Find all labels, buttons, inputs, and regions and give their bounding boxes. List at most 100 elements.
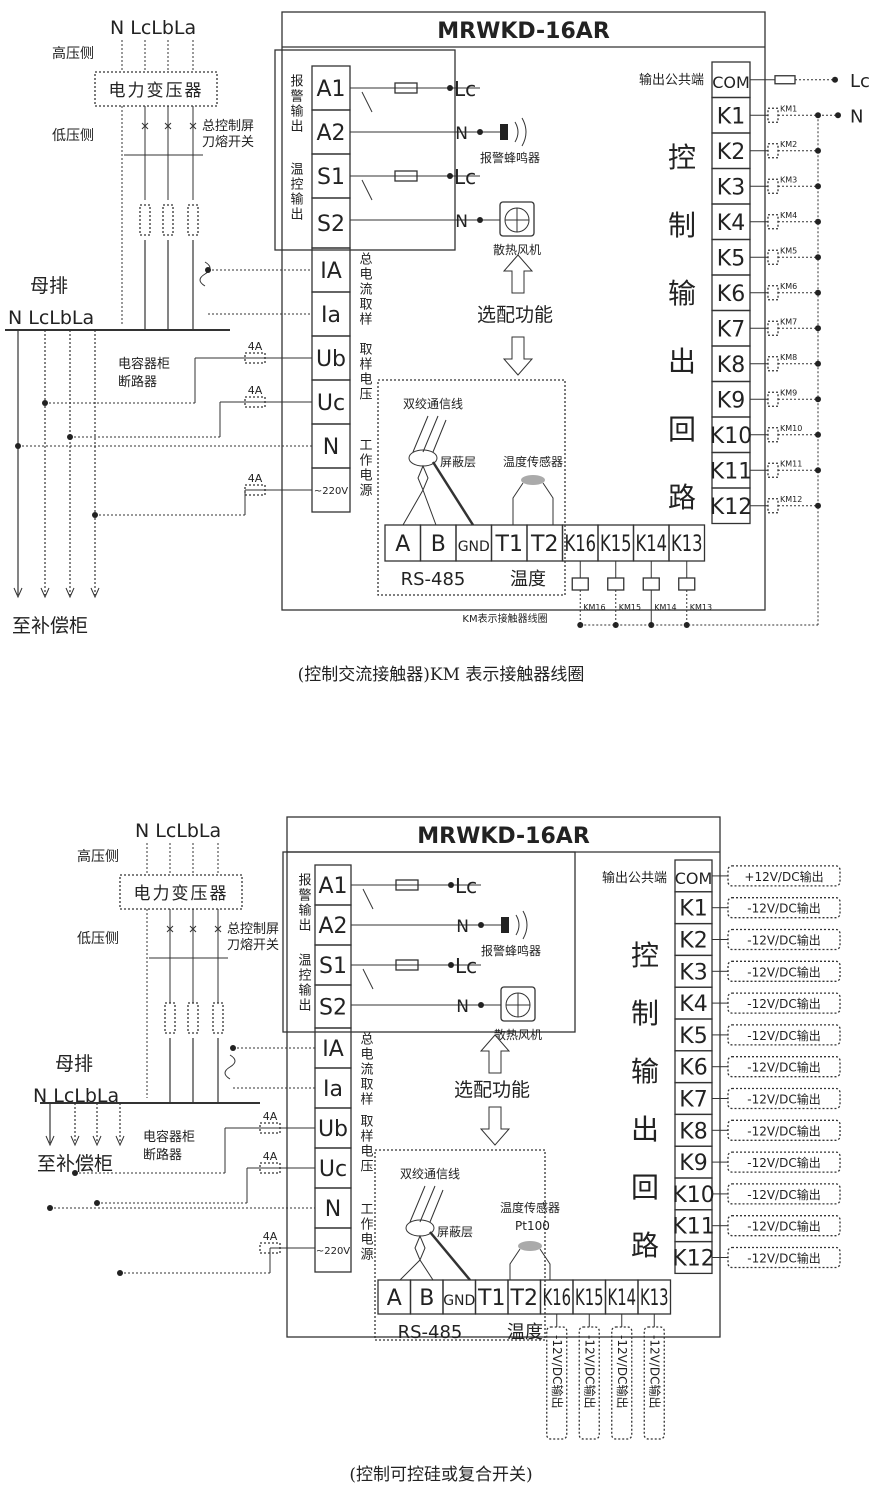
terminal-label: K1: [717, 104, 745, 129]
terminal-label: K5: [717, 246, 745, 271]
shield-ground-wire: [429, 1231, 471, 1281]
contactor-coil-label: KM7: [780, 317, 797, 326]
temperature-control-label: 温控输出: [288, 162, 304, 222]
main-switch-label: 总控制屏: [227, 922, 279, 937]
junction-dot: [815, 147, 821, 154]
relay-contact-icon: [362, 888, 374, 910]
fan-icon: [499, 201, 535, 237]
dc-output-label: -12V/DC输出: [747, 1251, 820, 1266]
terminal-label: K13: [640, 1286, 669, 1311]
shield-label: 屏蔽层: [437, 1225, 473, 1239]
terminal-label: K16: [543, 1286, 572, 1311]
control-output-loop-label: 回: [668, 413, 696, 446]
terminal-label: K12: [672, 1247, 714, 1272]
fuse-4a-icon: [259, 1122, 281, 1134]
terminal-label: Ub: [316, 347, 346, 372]
terminal-label: K8: [717, 353, 745, 378]
junction-dot: [447, 173, 453, 179]
terminal-label: A: [395, 532, 410, 557]
buzzer-label: 报警蜂鸣器: [480, 150, 540, 165]
fan-blade-icon: [506, 993, 530, 1017]
switch-contact-icon: [164, 122, 172, 130]
terminal-label: N: [325, 1197, 341, 1222]
diagram-caption: (控制可控硅或复合开关): [349, 1465, 532, 1485]
transformer-box: [94, 71, 218, 107]
capacitor-breaker-label: 断路器: [118, 374, 157, 390]
junction-dot: [612, 622, 619, 628]
contactor-coil-label: KM15: [619, 603, 641, 612]
fuse-rating-label: 4A: [263, 1230, 278, 1243]
dc-output-box: [727, 1246, 841, 1269]
dc-output-box: [727, 960, 841, 982]
contactor-coil-label: KM8: [780, 353, 797, 362]
current-sampling-label: 总电流取样: [358, 1032, 374, 1107]
fuse-4a-icon: [259, 1162, 281, 1174]
junction-dot: [815, 502, 821, 509]
junction-dot: [205, 267, 211, 273]
terminal-label: K3: [717, 175, 745, 200]
rs485-label: RS-485: [401, 569, 466, 590]
terminal-label: S2: [317, 212, 345, 237]
to-compensation-cabinet-label: 至补偿柜: [12, 615, 88, 637]
output-common-label: 输出公共端: [602, 870, 667, 886]
buzzer-icon: [500, 124, 508, 140]
contactor-coil-label: KM16: [583, 603, 605, 612]
fuse-icon: [187, 1002, 199, 1034]
busbar-phases-label: N LcLbLa: [33, 1085, 119, 1107]
switch-contact-icon: [214, 925, 222, 933]
voltage-sampling-label: 取样电压: [358, 1114, 374, 1174]
com-supply-n: N: [850, 106, 863, 127]
terminal-label: ~220V: [316, 1246, 350, 1257]
capacitor-breaker-label: 电容器柜: [143, 1129, 195, 1145]
phase-label-top: N LcLbLa: [110, 17, 196, 39]
switch-contact-icon: [166, 925, 174, 933]
terminal-label: B: [431, 532, 446, 557]
contactor-coil-label: KM14: [654, 603, 676, 612]
power-supply-label: 工作电源: [357, 438, 373, 498]
junction-dot: [477, 217, 483, 223]
fuse-4a-icon: [244, 484, 266, 496]
main-switch-label: 刀熔开关: [227, 938, 279, 953]
contactor-coil-icon: [607, 577, 625, 591]
sound-wave-icon: [515, 910, 528, 940]
twisted-pair-label: 双绞通信线: [400, 1166, 460, 1181]
terminal-label: Ia: [321, 303, 341, 328]
fuse-rating-label: 4A: [263, 1110, 278, 1123]
optional-function-label: 选配功能: [477, 304, 553, 326]
terminal-label: K5: [679, 1024, 707, 1049]
dc-output-label: -12V/DC输出: [747, 1060, 820, 1075]
terminal-label: K14: [636, 532, 668, 557]
dc-output-label: -12V/DC输出: [747, 901, 820, 916]
controller-box: [281, 11, 766, 611]
buzzer-label: 报警蜂鸣器: [481, 943, 541, 958]
control-output-loop-label: 输: [631, 1055, 659, 1088]
control-output-loop-label: 控: [668, 141, 696, 174]
junction-dot: [117, 1270, 123, 1276]
fuse-icon: [139, 204, 151, 236]
fuse-rating-label: 4A: [248, 384, 263, 397]
terminal-label: COM: [712, 73, 750, 92]
to-compensation-cabinet-label: 至补偿柜: [37, 1153, 113, 1175]
contactor-coil-icon: [767, 498, 779, 514]
terminal-label: K7: [717, 317, 745, 342]
temperature-sensor-label: 温度传感器: [503, 454, 563, 469]
dc-output-label: -12V/DC输出: [747, 1219, 820, 1234]
terminal-label: K6: [679, 1056, 707, 1081]
terminal-label: K12: [710, 495, 752, 520]
junction-dot: [478, 922, 484, 928]
terminal-label: COM: [675, 869, 713, 888]
control-output-loop-label: 路: [668, 481, 696, 514]
capacitor-breaker-label: 断路器: [143, 1147, 182, 1163]
junction-dot: [15, 443, 21, 449]
sensor-leads-icon: [512, 482, 554, 525]
twisted-pair-cable-icon: [409, 1185, 444, 1223]
arrow-down-icon: [90, 587, 100, 599]
terminal-label: K9: [679, 1151, 707, 1176]
fuse-icon: [187, 204, 199, 236]
contactor-coil-icon: [571, 577, 589, 591]
fan-icon: [500, 986, 536, 1022]
phase-label-top: N LcLbLa: [135, 820, 221, 842]
terminal-ac220v: [314, 1227, 352, 1273]
dc-output-label: -12V/DC输出: [550, 1335, 565, 1408]
